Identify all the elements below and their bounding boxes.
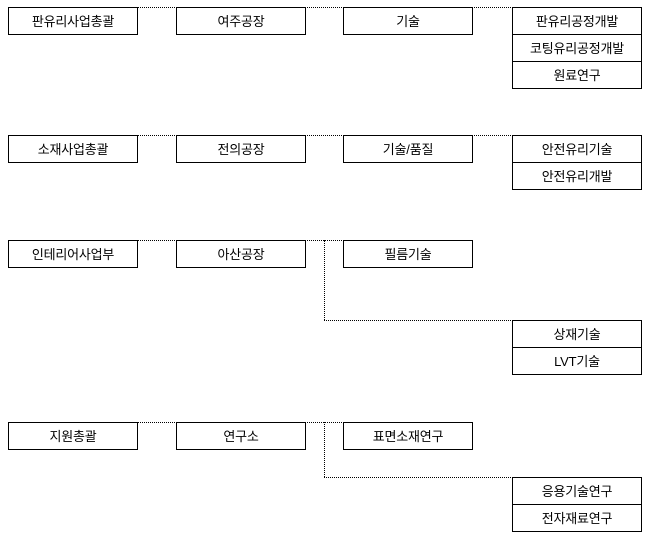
org-node-team-1-2[interactable]: 코팅유리공정개발 (512, 34, 642, 62)
org-node-branch-team-4-1[interactable]: 응용기술연구 (512, 477, 642, 505)
connector-row4-branch-horizontal (324, 477, 513, 478)
org-node-plant-4[interactable]: 연구소 (176, 422, 306, 450)
connector-row1-function-to-teams (472, 7, 513, 8)
org-node-plant-3[interactable]: 아산공장 (176, 240, 306, 268)
connector-row1-division-to-plant (137, 7, 177, 8)
connector-row2-function-to-teams (472, 135, 513, 136)
connector-row4-division-to-plant (137, 422, 177, 423)
connector-row1-plant-to-function (305, 7, 344, 8)
org-node-plant-2[interactable]: 전의공장 (176, 135, 306, 163)
org-node-division-3[interactable]: 인테리어사업부 (8, 240, 138, 268)
org-node-function-1[interactable]: 기술 (343, 7, 473, 35)
connector-row3-division-to-plant (137, 240, 177, 241)
org-node-division-1[interactable]: 판유리사업총괄 (8, 7, 138, 35)
connector-row3-branch-horizontal (324, 320, 513, 321)
org-node-branch-team-3-1[interactable]: 상재기술 (512, 320, 642, 348)
org-node-team-2-2[interactable]: 안전유리개발 (512, 162, 642, 190)
org-node-branch-team-3-2[interactable]: LVT기술 (512, 347, 642, 375)
org-node-plant-1[interactable]: 여주공장 (176, 7, 306, 35)
connector-row2-plant-to-function (305, 135, 344, 136)
org-node-function-4[interactable]: 표면소재연구 (343, 422, 473, 450)
org-node-function-3[interactable]: 필름기술 (343, 240, 473, 268)
org-node-team-1-1[interactable]: 판유리공정개발 (512, 7, 642, 35)
connector-row4-branch-vertical (324, 422, 325, 477)
org-node-division-4[interactable]: 지원총괄 (8, 422, 138, 450)
connector-row2-division-to-plant (137, 135, 177, 136)
org-node-team-2-1[interactable]: 안전유리기술 (512, 135, 642, 163)
connector-row3-branch-vertical (324, 240, 325, 320)
org-node-branch-team-4-2[interactable]: 전자재료연구 (512, 504, 642, 532)
org-node-team-1-3[interactable]: 원료연구 (512, 61, 642, 89)
org-node-function-2[interactable]: 기술/품질 (343, 135, 473, 163)
org-node-division-2[interactable]: 소재사업총괄 (8, 135, 138, 163)
